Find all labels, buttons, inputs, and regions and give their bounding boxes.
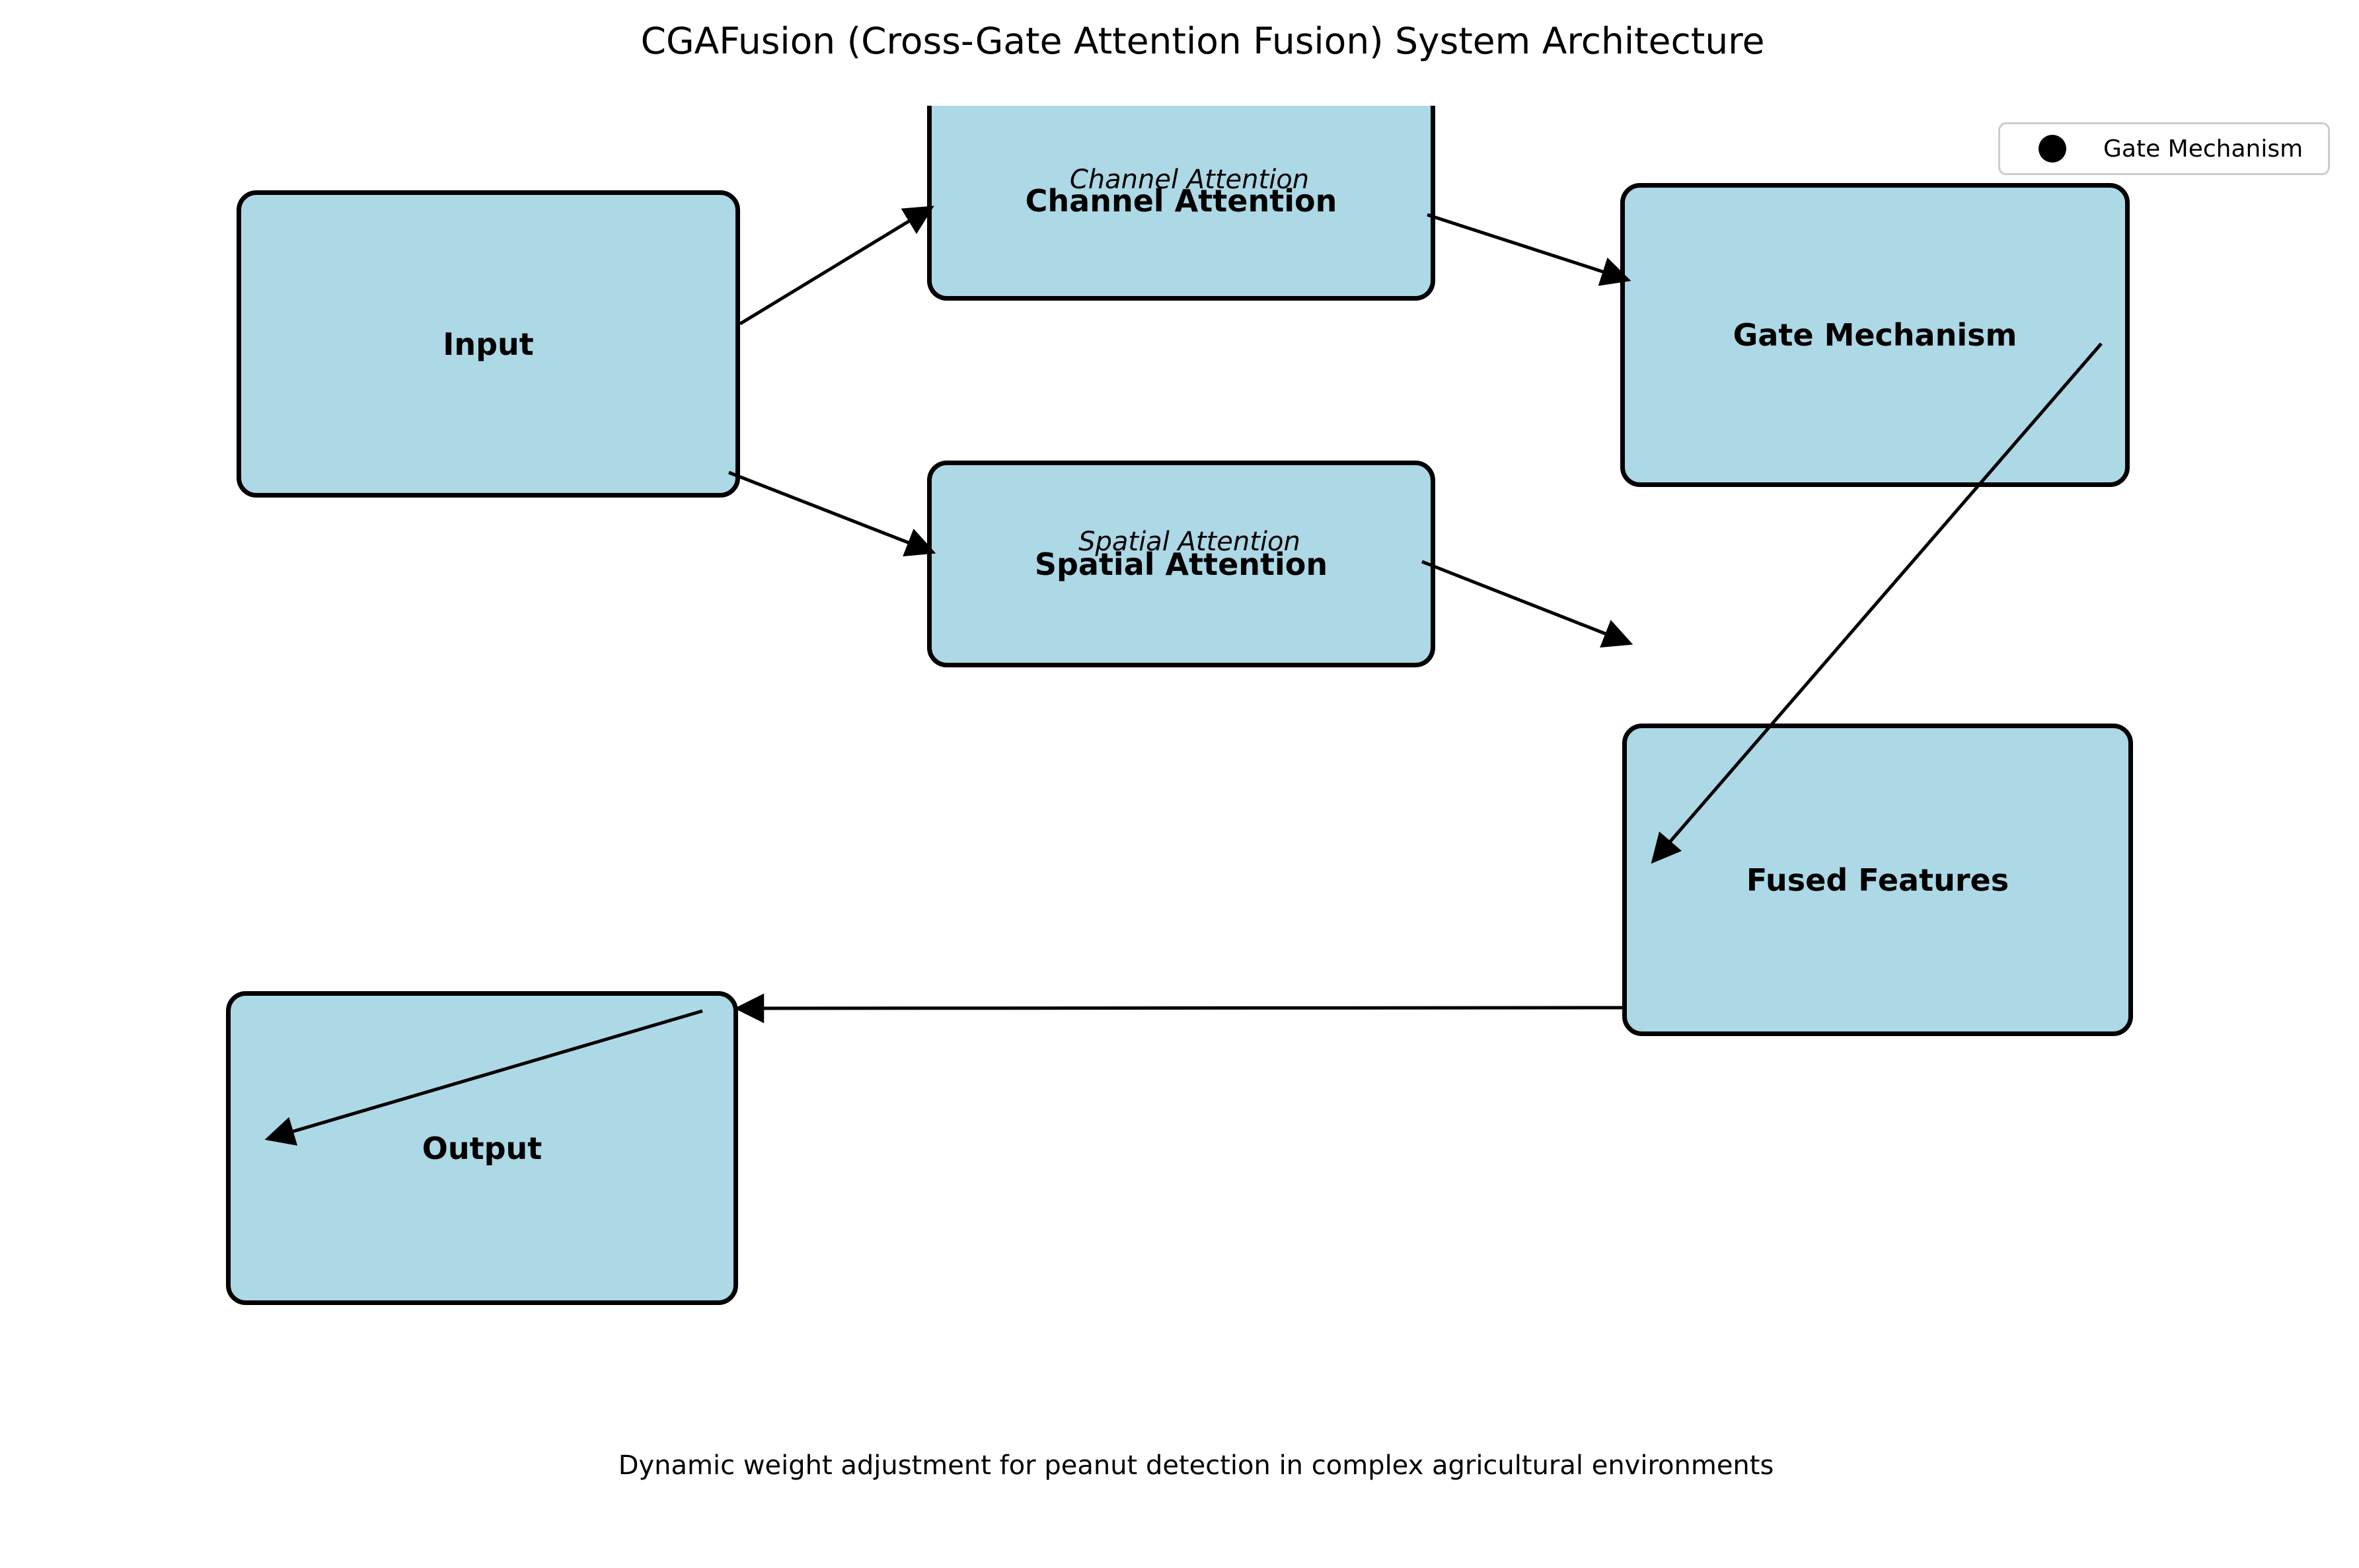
legend-label: Gate Mechanism xyxy=(2103,135,2303,163)
node-channel-attention: Channel Attention xyxy=(927,106,1435,301)
edge-label-channel-attention: Channel Attention xyxy=(1069,165,1310,195)
node-label-input: Input xyxy=(443,326,534,362)
arrow-spatial-to-fused xyxy=(1421,560,1633,648)
legend-circle-marker-icon xyxy=(2039,135,2066,163)
arrow-gate-to-fused xyxy=(1651,342,2103,864)
arrow-channel-to-gate xyxy=(1427,213,1631,286)
node-output: Output xyxy=(226,991,738,1305)
node-input: Input xyxy=(237,190,740,498)
figure-title: CGAFusion (Cross-Gate Attention Fusion) … xyxy=(640,20,1765,62)
node-gate-mechanism: Gate Mechanism xyxy=(1620,183,2130,487)
node-label-gate-mechanism: Gate Mechanism xyxy=(1733,317,2017,353)
arrow-input-to-channel xyxy=(739,205,934,326)
edge-label-spatial-attention: Spatial Attention xyxy=(1078,527,1300,557)
node-spatial-attention: Spatial Attention xyxy=(927,461,1435,667)
figure-caption: Dynamic weight adjustment for peanut det… xyxy=(618,1450,1774,1481)
node-label-channel-attention: Channel Attention xyxy=(1025,183,1337,219)
legend: Gate Mechanism xyxy=(1998,122,2330,175)
arrow-input-to-spatial xyxy=(728,470,936,557)
node-label-spatial-attention: Spatial Attention xyxy=(1034,546,1328,582)
node-label-output: Output xyxy=(422,1130,543,1166)
node-fused-features: Fused Features xyxy=(1622,724,2133,1036)
node-label-fused-features: Fused Features xyxy=(1746,862,2009,898)
arrow-fused-to-output-inner xyxy=(264,1009,703,1146)
